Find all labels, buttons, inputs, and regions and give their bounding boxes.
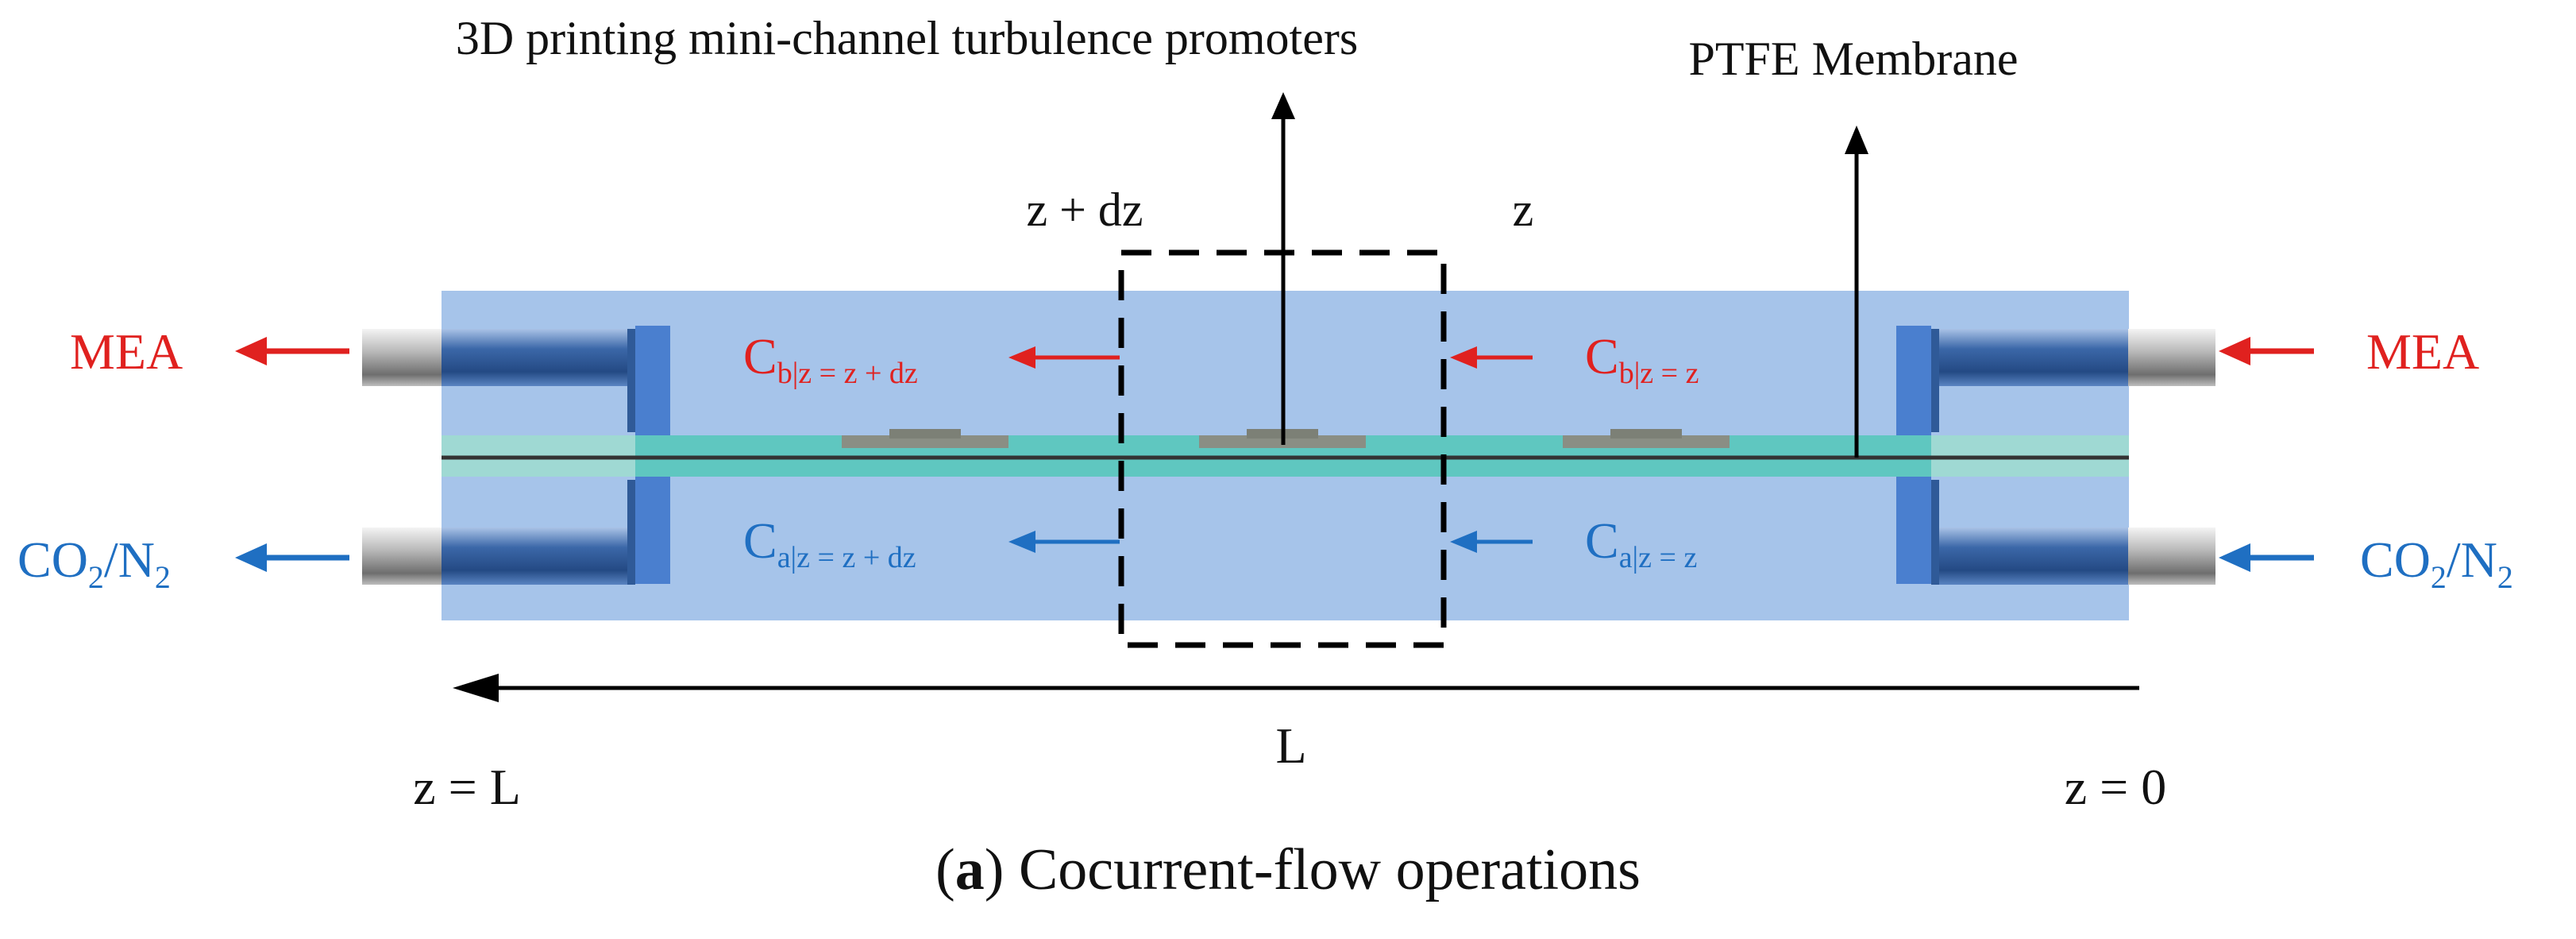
right-upper-pipe [1931, 329, 2215, 432]
z-equals-l-label: z = L [413, 759, 521, 815]
ca-left-label: Ca|z = z + dz [743, 512, 916, 574]
ca-right-arrow [1450, 531, 1533, 553]
z-equals-0-label: z = 0 [2065, 759, 2167, 815]
ca-right-label: Ca|z = z [1585, 512, 1697, 574]
cb-right-arrow [1450, 346, 1533, 369]
left-gas-arrow [235, 543, 349, 572]
ca-left-arrow [1008, 531, 1120, 553]
promoter-pointer-arrowhead [1271, 92, 1295, 119]
turbulence-promoters [842, 429, 1730, 448]
length-label: L [1275, 717, 1306, 774]
right-lower-pipe [1931, 480, 2215, 585]
left-mea-arrow [235, 337, 349, 365]
left-upper-pipe [362, 329, 635, 432]
caption-text: Cocurrent-flow operations [1004, 837, 1641, 902]
length-arrowhead [453, 674, 499, 702]
left-mea-label: MEA [70, 323, 183, 380]
membrane-label: PTFE Membrane [1689, 33, 2019, 85]
z-plus-dz-label: z + dz [1026, 184, 1143, 236]
cb-left-arrow [1008, 346, 1120, 369]
cb-left-label: Cb|z = z + dz [743, 328, 918, 390]
right-mea-label: MEA [2366, 323, 2479, 380]
caption-letter: a [954, 837, 985, 902]
z-label: z [1513, 184, 1534, 236]
figure-caption: (a) Cocurrent-flow operations [935, 837, 1641, 902]
promoters-label: 3D printing mini-channel turbulence prom… [456, 12, 1358, 64]
cb-right-label: Cb|z = z [1585, 328, 1699, 390]
promoter-3-top [1610, 429, 1682, 439]
right-gas-arrow [2219, 543, 2314, 572]
promoter-3 [1563, 435, 1730, 448]
left-gas-label: CO2/N2 [17, 531, 171, 595]
promoter-1 [842, 435, 1008, 448]
promoter-1-top [889, 429, 961, 439]
right-gas-label: CO2/N2 [2360, 531, 2513, 595]
right-mea-arrow [2219, 337, 2314, 365]
membrane-pointer-arrowhead [1845, 126, 1868, 154]
left-lower-pipe [362, 480, 635, 585]
